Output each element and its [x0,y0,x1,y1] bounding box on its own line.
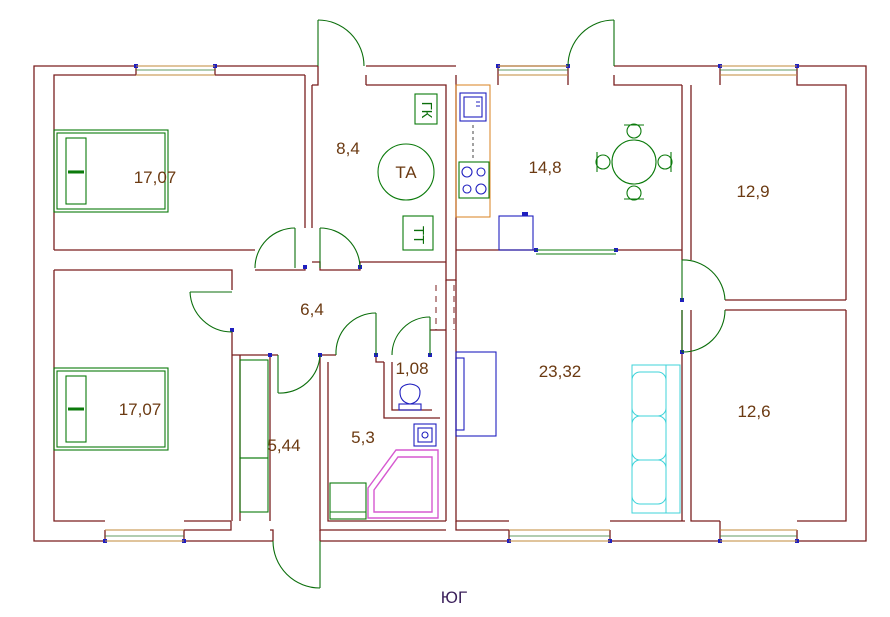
window-bottom-living [509,529,610,542]
window-top-ne [720,65,797,76]
gk-label: ГК [418,102,435,119]
door-entrance-left-icon [317,19,365,67]
armchair-icon [455,351,497,437]
window-bottom-bedroom2 [105,529,184,542]
sofa-icon [631,364,681,514]
tt-label: ТТ [410,226,427,244]
window-top-bedroom1 [136,65,215,76]
door-room-se-icon [681,309,726,353]
washing-machine-icon [329,482,367,520]
door-toilet-icon [391,316,431,356]
glass-partition [536,249,616,255]
bed-2-icon [53,367,169,451]
chair-bottom-icon [624,185,644,201]
kitchen-counter-icon [455,84,534,251]
door-bottom-exit-icon [272,540,321,589]
boiler-icon: ТА [377,143,435,201]
door-entrance-kitchen-icon [567,19,615,67]
orientation-label: ЮГ [441,588,467,607]
door-hall-icon [319,227,361,269]
boiler-label: ТА [395,163,417,182]
door-bedroom2-icon [189,291,233,333]
chair-right-icon [657,152,673,172]
room-area-kitchen: 14,8 [528,158,561,177]
window-top-kitchen [498,65,568,76]
room-area-room-se: 12,6 [737,402,770,421]
room-area-bedroom-1: 17,07 [134,168,177,187]
room-area-corridor: 6,4 [300,300,324,319]
window-bottom-se [720,529,797,542]
tt-unit-icon: ТТ [402,215,434,251]
door-closet-icon [277,354,321,394]
room-labels: 17,07 8,4 14,8 12,9 17,07 6,4 1,08 23,32… [119,139,771,455]
chair-left-icon [595,152,611,172]
room-area-closet: 5,44 [267,436,300,455]
outer-walls [33,65,867,542]
windows [105,65,797,542]
room-area-bedroom-2: 17,07 [119,400,162,419]
bathtub-icon [367,449,439,519]
dining-table-icon [595,123,673,201]
door-bedroom1-icon [254,227,296,269]
sink-icon [413,423,437,447]
doors [189,19,726,589]
bed-1-icon [53,129,169,213]
wardrobe-icon [239,359,269,513]
door-bathroom-icon [335,312,377,356]
wall-jambs [103,64,799,543]
room-area-living: 23,32 [539,362,582,381]
door-room-ne-icon [681,259,726,301]
room-area-toilet: 1,08 [395,359,428,378]
toilet-bowl-icon [398,383,422,411]
chair-top-icon [624,123,644,139]
room-area-bathroom: 5,3 [351,428,375,447]
room-area-room-ne: 12,9 [736,182,769,201]
interior-walls [54,66,846,541]
gas-meter-icon: ГК [414,93,438,125]
room-area-hall-small: 8,4 [336,139,360,158]
